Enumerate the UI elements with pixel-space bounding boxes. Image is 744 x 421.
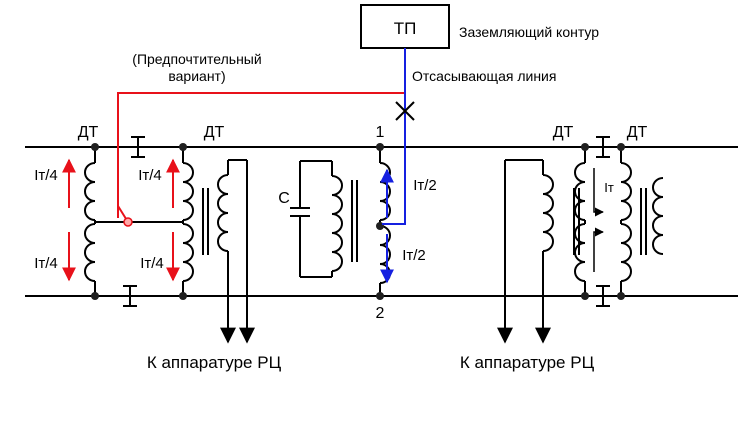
- it2-upper: Iт/2: [413, 177, 437, 194]
- dt-right-a-top-dot: [581, 143, 589, 151]
- dt-middle-coil: [290, 147, 391, 296]
- it4-upper-right: Iт/4: [138, 167, 162, 184]
- preferred-label-1: (Предпочтительный: [132, 51, 261, 67]
- insulated-joint-bottom-right: [596, 285, 610, 307]
- insulated-joint-bottom-left: [123, 285, 137, 307]
- dt-label-2: ДТ: [204, 124, 225, 141]
- node-2-dot: [376, 292, 384, 300]
- preferred-label-2: вариант): [168, 68, 225, 84]
- suction-line-cross: [395, 101, 415, 121]
- it-arrow-upper: [593, 168, 604, 217]
- grounding-label: Заземляющий контур: [459, 24, 599, 40]
- red-preferred-line: [117, 92, 405, 218]
- it4-upper-left: Iт/4: [34, 167, 58, 184]
- dt-left-top-dot: [91, 143, 99, 151]
- dt-left2-coil: [166, 147, 248, 340]
- it-arrow-lower: [593, 227, 604, 272]
- dt-label-1: ДТ: [78, 124, 99, 141]
- dt-left2-bottom-dot: [179, 292, 187, 300]
- to-rc-left-label: К аппаратуре РЦ: [147, 353, 282, 372]
- dt-label-3: ДТ: [553, 124, 574, 141]
- dt-right-coil-b: [620, 147, 664, 296]
- dt-right-b-bottom-dot: [617, 292, 625, 300]
- dt-label-4: ДТ: [627, 124, 648, 141]
- dt-left2-top-dot: [179, 143, 187, 151]
- blue-suction-line: [382, 48, 406, 225]
- dt-left-bottom-dot: [91, 292, 99, 300]
- node-1-dot: [376, 143, 384, 151]
- it-label: Iт: [604, 180, 614, 195]
- it2-lower: Iт/2: [402, 247, 426, 264]
- dt-right-a-bottom-dot: [581, 292, 589, 300]
- node-1-label: 1: [376, 124, 385, 141]
- node-2-label: 2: [376, 305, 385, 322]
- insulated-joint-top-left: [131, 136, 145, 158]
- suction-line-label: Отсасывающая линия: [412, 68, 556, 84]
- capacitor-label: С: [278, 190, 290, 207]
- insulated-joint-top-right: [596, 136, 610, 158]
- it4-lower-right: Iт/4: [140, 255, 164, 272]
- to-rc-right-label: К аппаратуре РЦ: [460, 353, 595, 372]
- tp-label: ТП: [394, 19, 417, 38]
- red-connection-point: [123, 217, 133, 227]
- it4-lower-left: Iт/4: [34, 255, 58, 272]
- dt-right-b-top-dot: [617, 143, 625, 151]
